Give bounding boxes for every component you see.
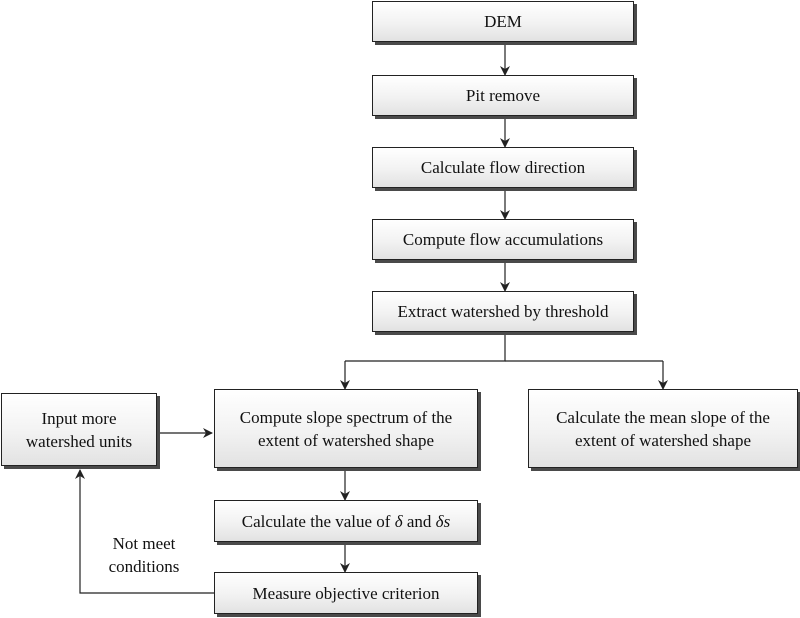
node-extract-watershed-label: Extract watershed by threshold (397, 302, 609, 321)
node-input-more: Input more watershed units (1, 393, 157, 466)
node-slope-spectrum-line2: extent of watershed shape (257, 430, 435, 450)
node-slope-spectrum: Compute slope spectrum of the extent of … (214, 389, 478, 468)
node-calc-delta-delta-s: δs (435, 511, 451, 531)
node-calc-delta-prefix: Calculate the value of (241, 511, 395, 531)
node-calc-delta-delta: δ (394, 511, 403, 531)
node-flow-direction: Calculate flow direction (372, 147, 634, 188)
node-mean-slope-line2: extent of watershed shape (574, 430, 752, 450)
arrow-feedback-loop (75, 469, 214, 594)
node-input-more-line1: Input more (41, 408, 117, 428)
node-calc-delta: Calculate the value of δ and δs (214, 500, 478, 542)
branch-connector (345, 332, 506, 362)
node-extract-watershed: Extract watershed by threshold (372, 291, 634, 332)
node-mean-slope: Calculate the mean slope of the extent o… (528, 389, 798, 468)
node-input-more-line2: watershed units (25, 431, 133, 451)
node-flow-accumulations-label: Compute flow accumulations (402, 230, 604, 249)
node-dem: DEM (372, 1, 634, 42)
node-mean-slope-line1: Calculate the mean slope of the (556, 407, 770, 427)
node-calc-delta-and: and (402, 511, 436, 531)
node-measure-label: Measure objective criterion (252, 583, 440, 603)
node-pit-remove-label: Pit remove (465, 86, 541, 105)
feedback-label-line2: conditions (108, 557, 180, 576)
feedback-label: Not meet conditions (96, 532, 192, 578)
feedback-label-line1: Not meet (112, 534, 176, 553)
node-slope-spectrum-line1: Compute slope spectrum of the (239, 407, 453, 427)
node-dem-label: DEM (484, 12, 522, 31)
node-flow-accumulations: Compute flow accumulations (372, 219, 634, 260)
node-pit-remove: Pit remove (372, 75, 634, 116)
node-calc-delta-label: Calculate the value of δ and δs (242, 510, 450, 533)
node-flow-direction-label: Calculate flow direction (420, 158, 586, 177)
node-measure: Measure objective criterion (214, 572, 478, 614)
